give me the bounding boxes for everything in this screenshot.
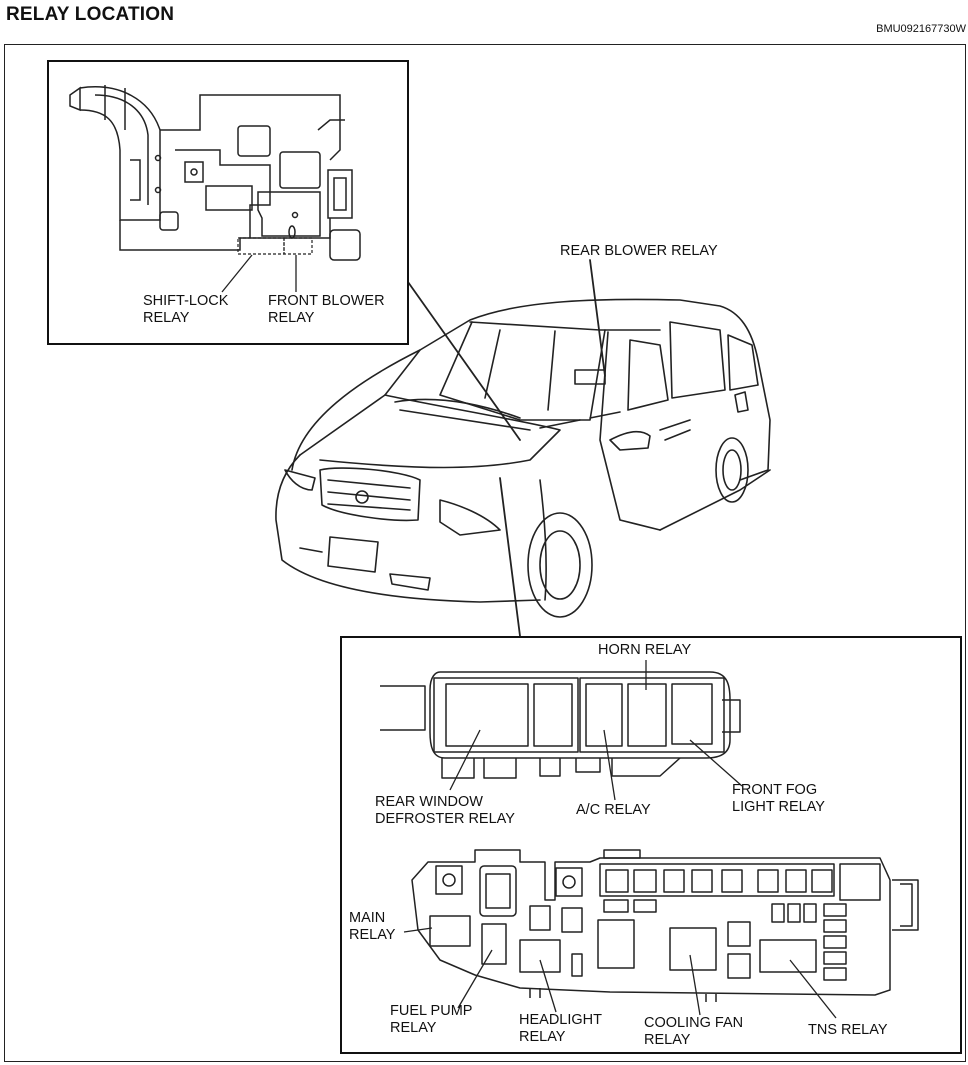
label-tns-relay: TNS RELAY <box>808 1022 888 1038</box>
label-horn-relay: HORN RELAY <box>598 642 692 658</box>
label-ac-relay: A/C RELAY <box>576 802 651 818</box>
figure-code: BMU092167730W <box>876 23 966 35</box>
label-cooling-fan-relay: COOLING FAN RELAY <box>644 1015 744 1048</box>
inset-leader-lines <box>221 254 297 293</box>
label-fuel-pump-relay: FUEL PUMP RELAY <box>390 1003 473 1036</box>
label-rear-blower-relay: REAR BLOWER RELAY <box>560 243 718 259</box>
label-front-blower-relay: FRONT BLOWER RELAY <box>268 293 385 326</box>
label-rear-window-defroster-relay: REAR WINDOW DEFROSTER RELAY <box>375 794 515 827</box>
label-front-fog-light-relay: FRONT FOG LIGHT RELAY <box>732 782 825 815</box>
diagram-frame <box>4 44 966 1062</box>
leader-lines <box>407 259 606 637</box>
vehicle-illustration <box>275 298 771 618</box>
label-main-relay: MAIN RELAY <box>349 910 396 943</box>
block-leader-lines <box>403 660 837 1019</box>
page-title: RELAY LOCATION <box>6 4 175 25</box>
dashboard-relay-inset <box>47 60 409 345</box>
label-shift-lock-relay: SHIFT-LOCK RELAY <box>143 293 229 326</box>
dashed-relay-outlines <box>237 237 313 255</box>
engine-bay-relay-inset <box>340 636 962 1054</box>
label-headlight-relay: HEADLIGHT RELAY <box>519 1012 602 1045</box>
